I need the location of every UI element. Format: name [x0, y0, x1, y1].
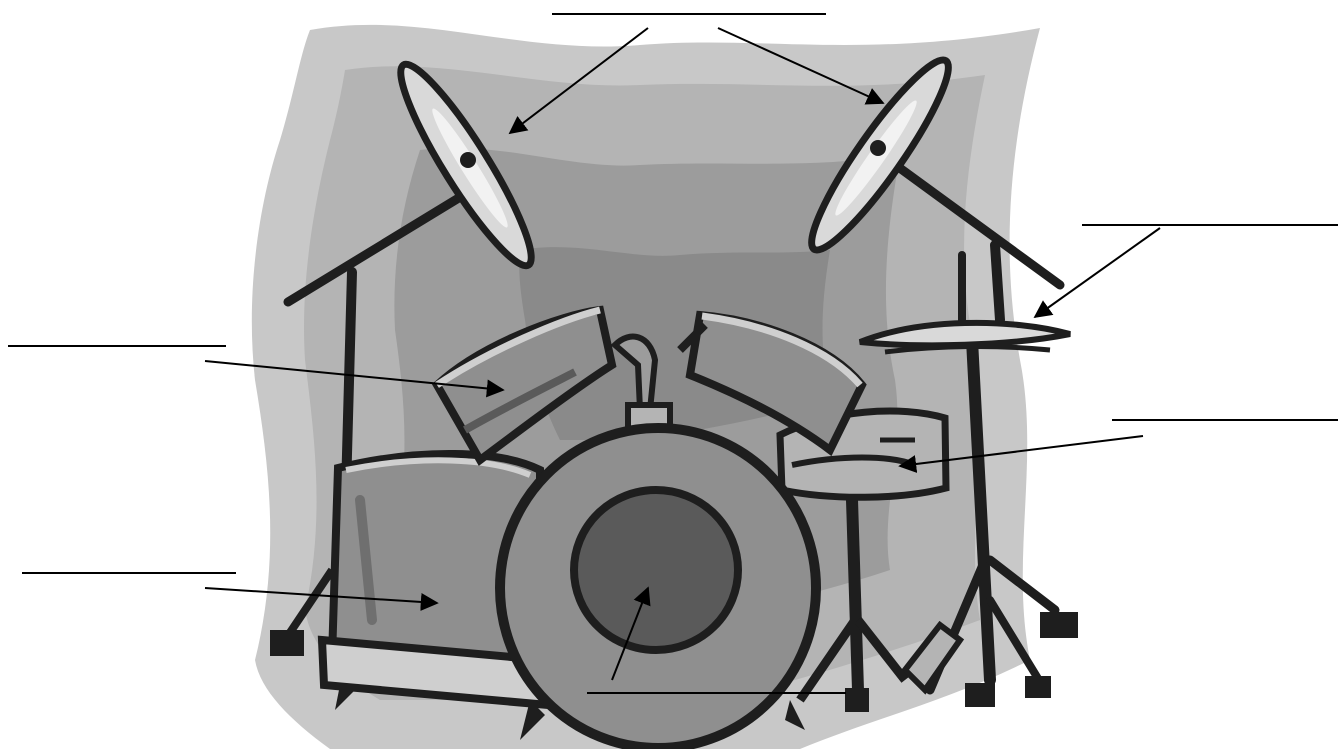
arrow-hi-hat	[1035, 228, 1160, 317]
